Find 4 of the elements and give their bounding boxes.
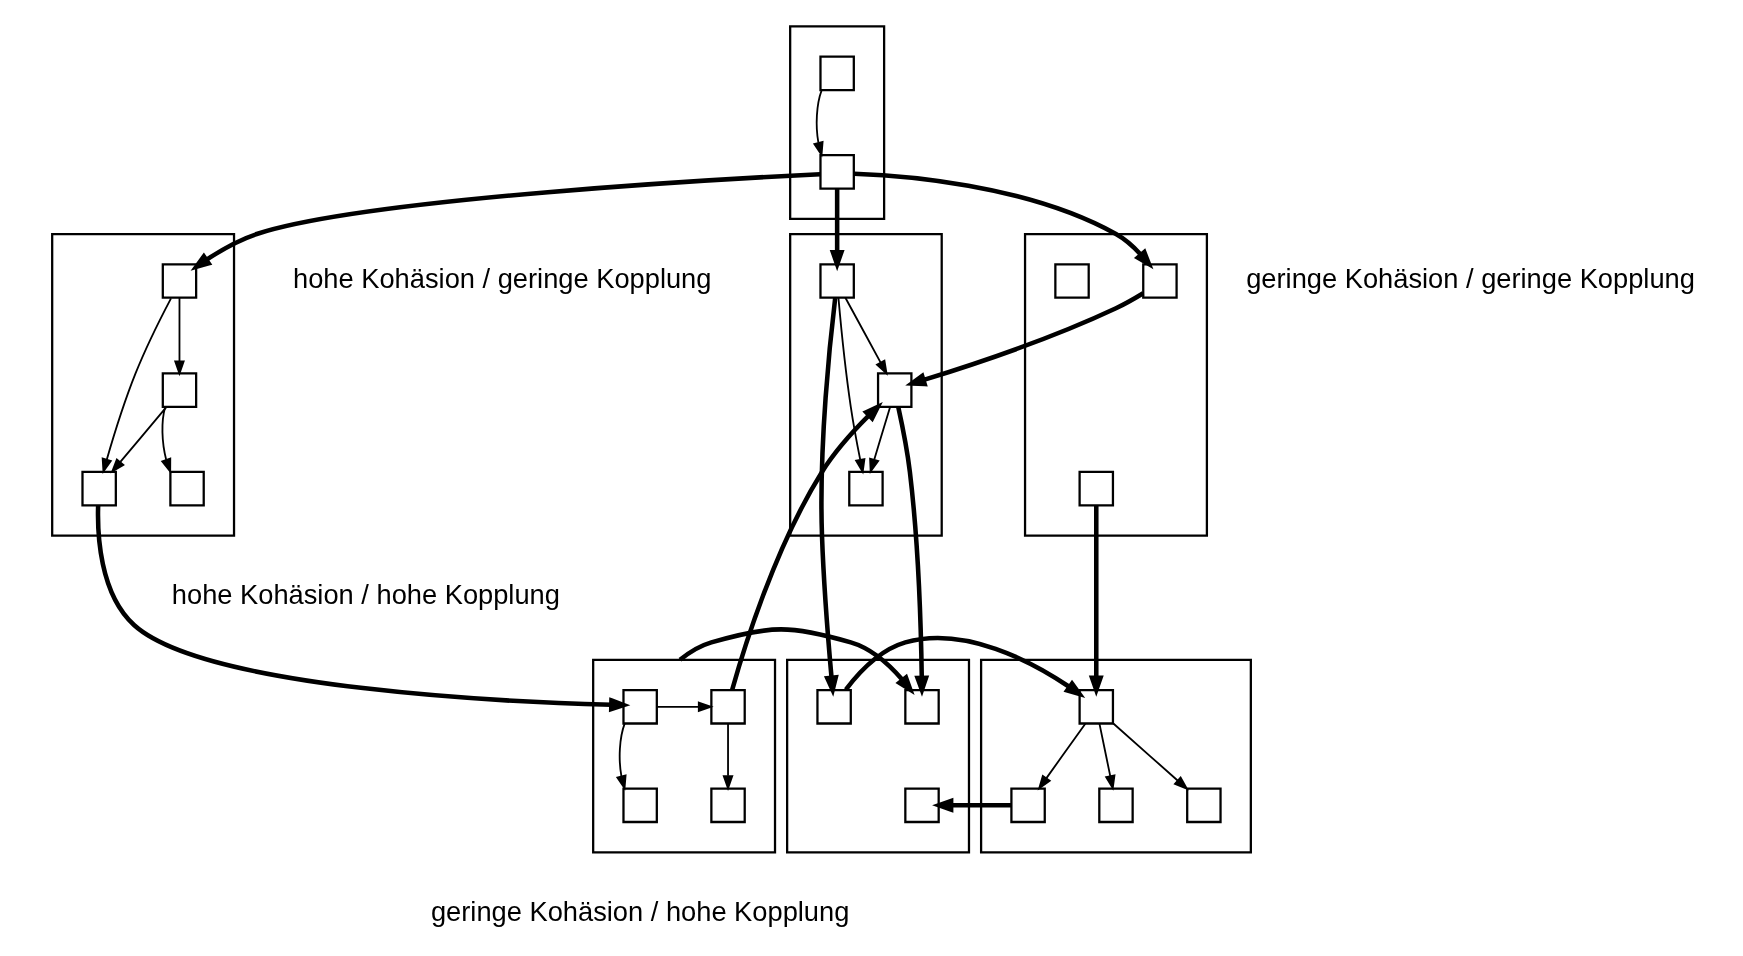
label: hohe Kohäsion / hohe Kopplung (171, 579, 560, 611)
label: geringe Kohäsion / geringe Kopplung (1245, 262, 1695, 294)
label: geringe Kohäsion / hohe Kopplung (430, 896, 849, 928)
label: hohe Kohäsion / geringe Kopplung (292, 262, 711, 294)
